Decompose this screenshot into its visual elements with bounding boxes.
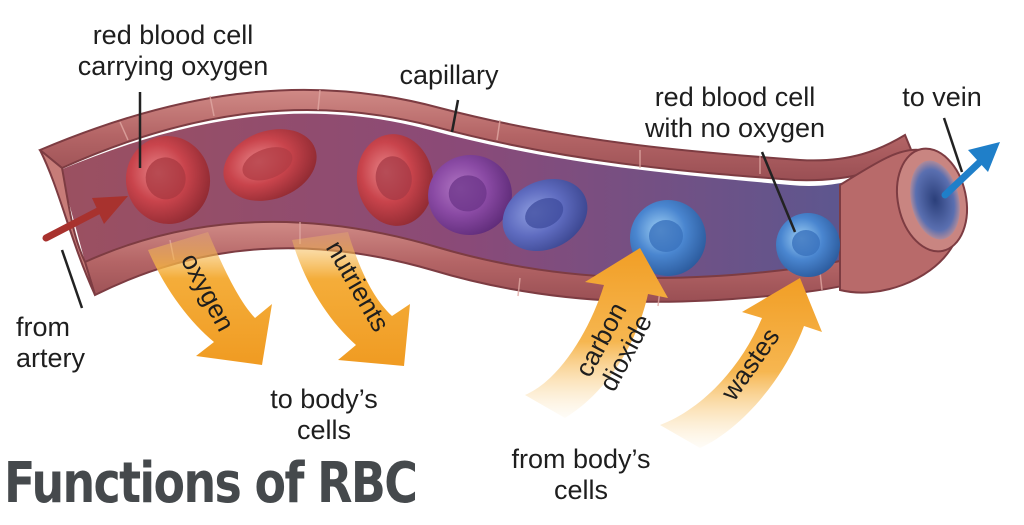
from-artery-label-line-1: from bbox=[16, 312, 70, 342]
oxygenated-cell-label-line-2: carrying oxygen bbox=[77, 51, 269, 81]
oxygenated-cell-label: red blood cell carrying oxygen bbox=[58, 20, 288, 82]
exchange-arrows bbox=[148, 232, 822, 448]
rbc-oxygenated bbox=[125, 136, 211, 224]
to-body-cells-label: to body’s cells bbox=[244, 384, 404, 446]
red-blood-cells bbox=[125, 129, 840, 277]
from-body-cells-label-line-1: from body’s bbox=[511, 444, 651, 474]
vein-arrow bbox=[941, 142, 1000, 199]
capillary-label: capillary bbox=[384, 60, 514, 91]
carbon-dioxide-arrow bbox=[525, 248, 668, 418]
deoxygenated-cell-label: red blood cell with no oxygen bbox=[620, 82, 850, 144]
from-body-cells-label: from body’s cells bbox=[486, 444, 676, 506]
rbc-transitioning bbox=[502, 179, 588, 251]
rbc-deoxygenated bbox=[776, 213, 840, 277]
from-artery-label: from artery bbox=[16, 312, 136, 374]
deoxygenated-cell-label-line-2: with no oxygen bbox=[644, 113, 826, 143]
artery-arrow bbox=[42, 196, 128, 242]
from-body-cells-label-line-2: cells bbox=[553, 475, 608, 505]
page-title: Functions of RBC bbox=[4, 451, 418, 516]
to-vein-label: to vein bbox=[882, 82, 1002, 113]
rbc-oxygenated bbox=[356, 134, 434, 226]
deoxygenated-cell-label-line-1: red blood cell bbox=[654, 82, 816, 112]
rbc-oxygenated bbox=[223, 129, 317, 201]
to-vein-label-text: to vein bbox=[902, 82, 982, 112]
rbc-transitioning bbox=[428, 154, 512, 236]
wastes-arrow bbox=[660, 278, 822, 448]
to-body-cells-label-line-2: cells bbox=[296, 415, 351, 445]
capillary-label-text: capillary bbox=[399, 60, 499, 90]
oxygen-arrow bbox=[148, 232, 272, 365]
nutrients-arrow bbox=[292, 232, 410, 366]
from-artery-label-line-2: artery bbox=[16, 343, 86, 373]
rbc-deoxygenated bbox=[630, 200, 706, 276]
oxygenated-cell-label-line-1: red blood cell bbox=[92, 20, 254, 50]
leader-lines bbox=[60, 92, 964, 309]
to-body-cells-label-line-1: to body’s bbox=[270, 384, 378, 414]
